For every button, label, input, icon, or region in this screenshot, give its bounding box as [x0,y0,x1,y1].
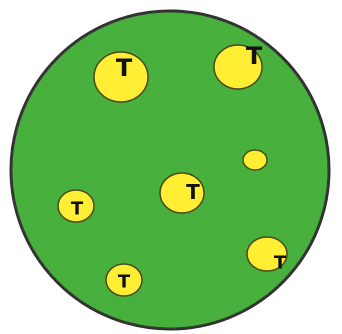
spot-label: T [118,272,131,293]
spot-label: T [116,54,133,82]
spot-label: T [274,253,287,274]
spot-label: T [186,180,200,204]
spot-label: T [71,199,84,220]
yellow-spot [243,150,267,170]
spot-label: T [246,42,263,70]
